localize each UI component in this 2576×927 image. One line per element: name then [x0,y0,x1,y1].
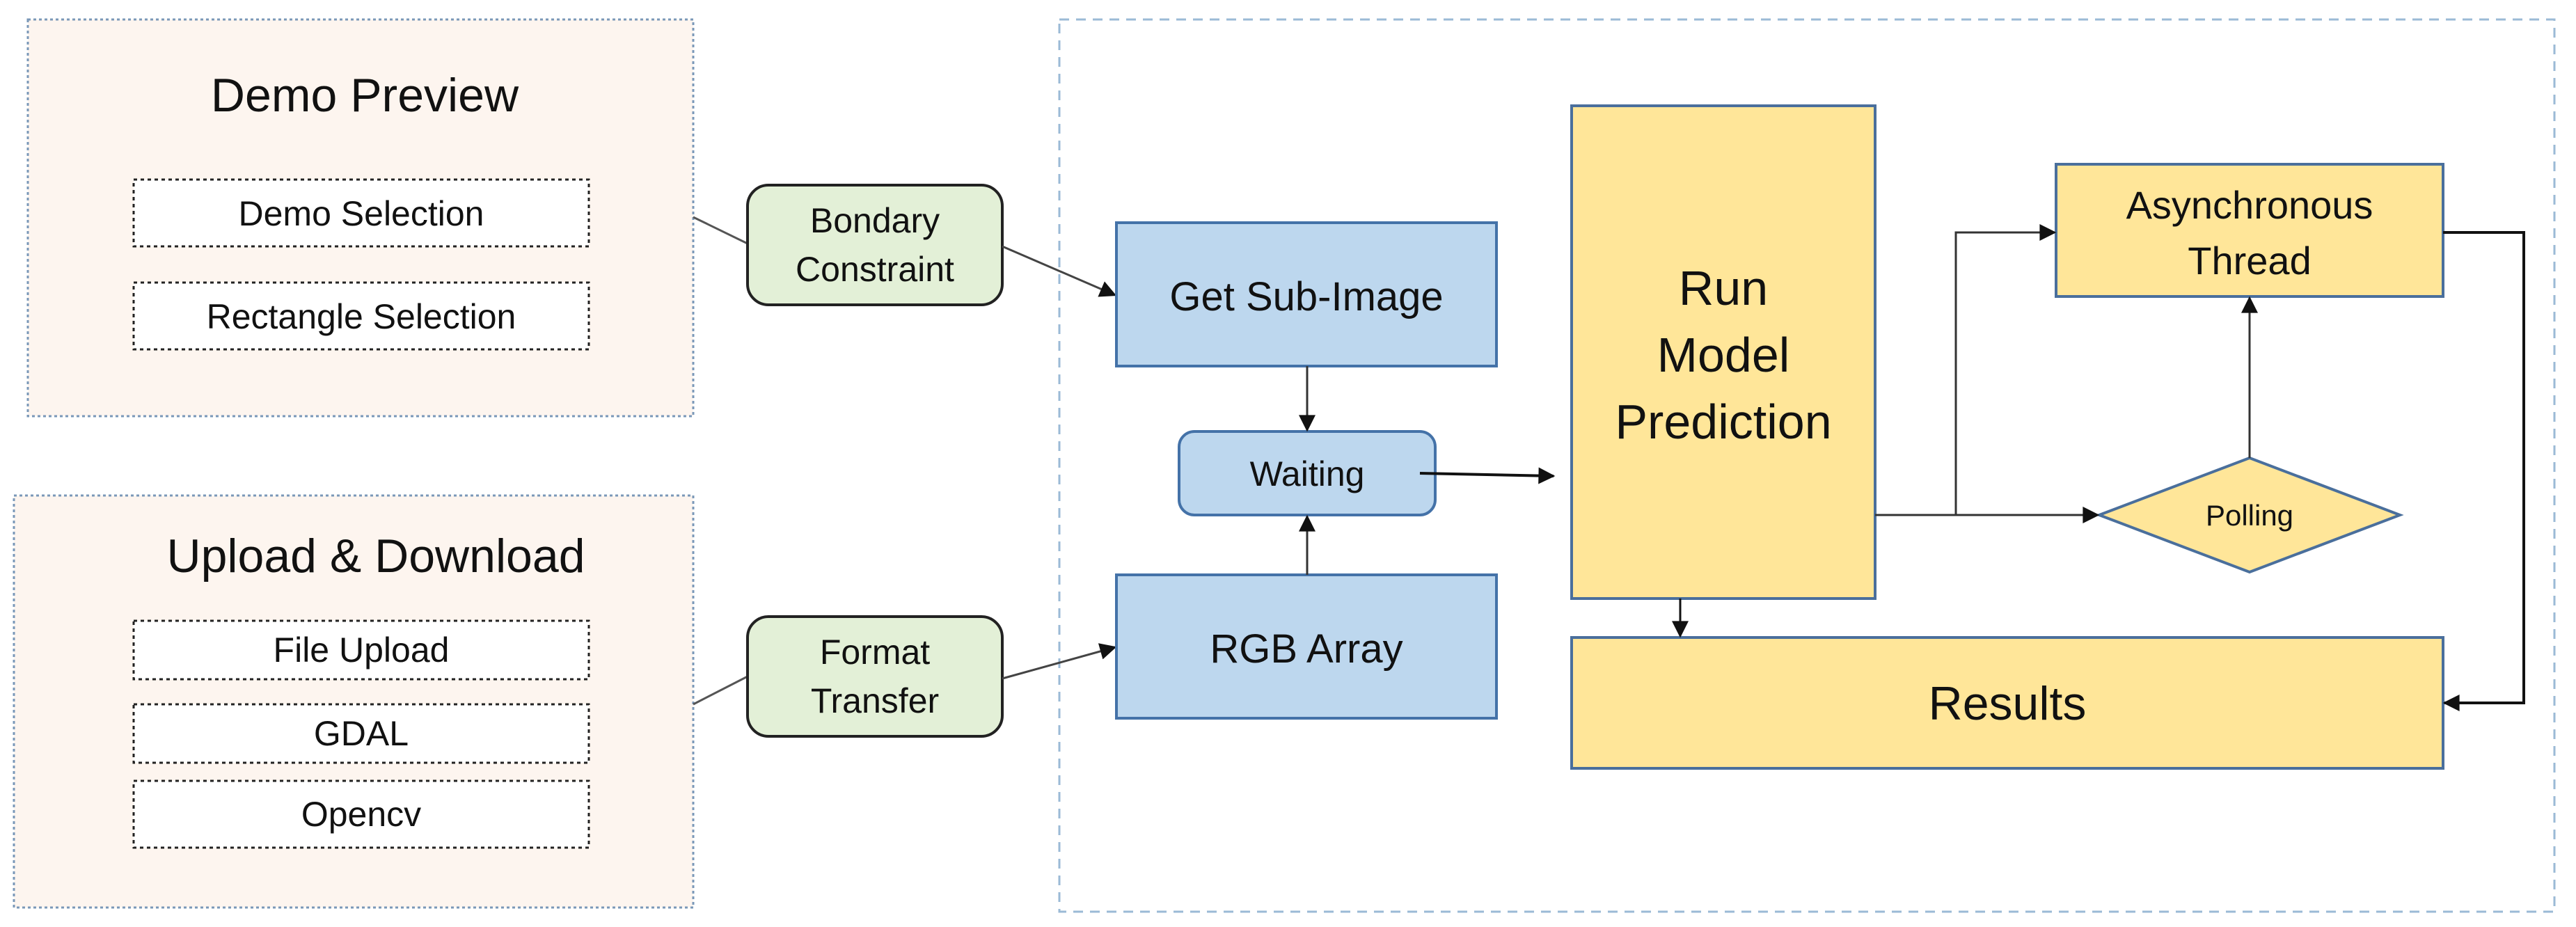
format-transfer-node: Format Transfer [746,615,1004,738]
asynchronous-thread-line-2: Thread [2188,239,2311,283]
get-sub-image-label: Get Sub-Image [1169,274,1443,319]
bondary-constraint-line-1: Bondary [810,201,940,240]
demo-selection-box[interactable] [132,178,590,248]
demo-selection-label: Demo Selection [239,194,484,233]
gdal-box[interactable] [132,703,590,764]
format-transfer-line-2: Transfer [811,681,939,720]
connector-upload-to-format [693,675,748,706]
opencv-box[interactable] [132,779,590,849]
polling-node: Polling [2095,456,2404,574]
arrow-async-thread-to-results [2442,231,2525,711]
file-upload-label: File Upload [274,631,450,670]
upload-download-title: Upload & Download [166,530,585,583]
rectangle-selection-label: Rectangle Selection [207,297,516,336]
processing-region [1058,18,2556,913]
rgb-array-label: RGB Array [1210,626,1402,672]
polling-diamond [2095,456,2404,574]
arrow-run-model-to-async-thread [1954,224,2057,515]
waiting-node: Waiting [1178,430,1437,516]
run-model-prediction-line-1: Run [1679,261,1768,315]
waiting-label: Waiting [1250,454,1365,493]
arrow-waiting-to-run-model [1419,467,1556,484]
gdal-label: GDAL [314,714,409,753]
results-box [1570,636,2444,770]
demo-preview-panel: Demo Preview Demo Selection Rectangle Se… [26,18,695,418]
get-sub-image-node: Get Sub-Image [1115,221,1498,367]
run-model-prediction-node: Run Model Prediction [1570,104,1876,600]
connector-demo-to-bondary [693,216,748,245]
asynchronous-thread-node: Asynchronous Thread [2055,163,2444,298]
opencv-label: Opencv [301,795,421,834]
format-transfer-line-1: Format [820,633,930,672]
format-transfer-box [746,615,1004,738]
upload-download-panel: Upload & Download File Upload GDAL Openc… [13,494,695,909]
arrow-bondary-to-get-sub-image [1002,245,1117,297]
rectangle-selection-box[interactable] [132,281,590,351]
run-model-prediction-line-2: Model [1657,328,1790,382]
demo-preview-title: Demo Preview [211,69,519,122]
run-model-prediction-box [1570,104,1876,600]
bondary-constraint-line-2: Constraint [796,250,954,289]
results-node: Results [1570,636,2444,770]
run-model-prediction-line-3: Prediction [1615,395,1831,449]
rgb-array-box [1115,573,1498,720]
results-label: Results [1929,677,2087,730]
asynchronous-thread-line-1: Asynchronous [2126,183,2373,227]
file-upload-box[interactable] [132,619,590,681]
get-sub-image-box [1115,221,1498,367]
bondary-constraint-node: Bondary Constraint [746,184,1004,306]
rgb-array-node: RGB Array [1115,573,1498,720]
bondary-constraint-box [746,184,1004,306]
arrow-format-to-rgb-array [1002,643,1117,680]
asynchronous-thread-box [2055,163,2444,298]
polling-label: Polling [2206,499,2293,532]
